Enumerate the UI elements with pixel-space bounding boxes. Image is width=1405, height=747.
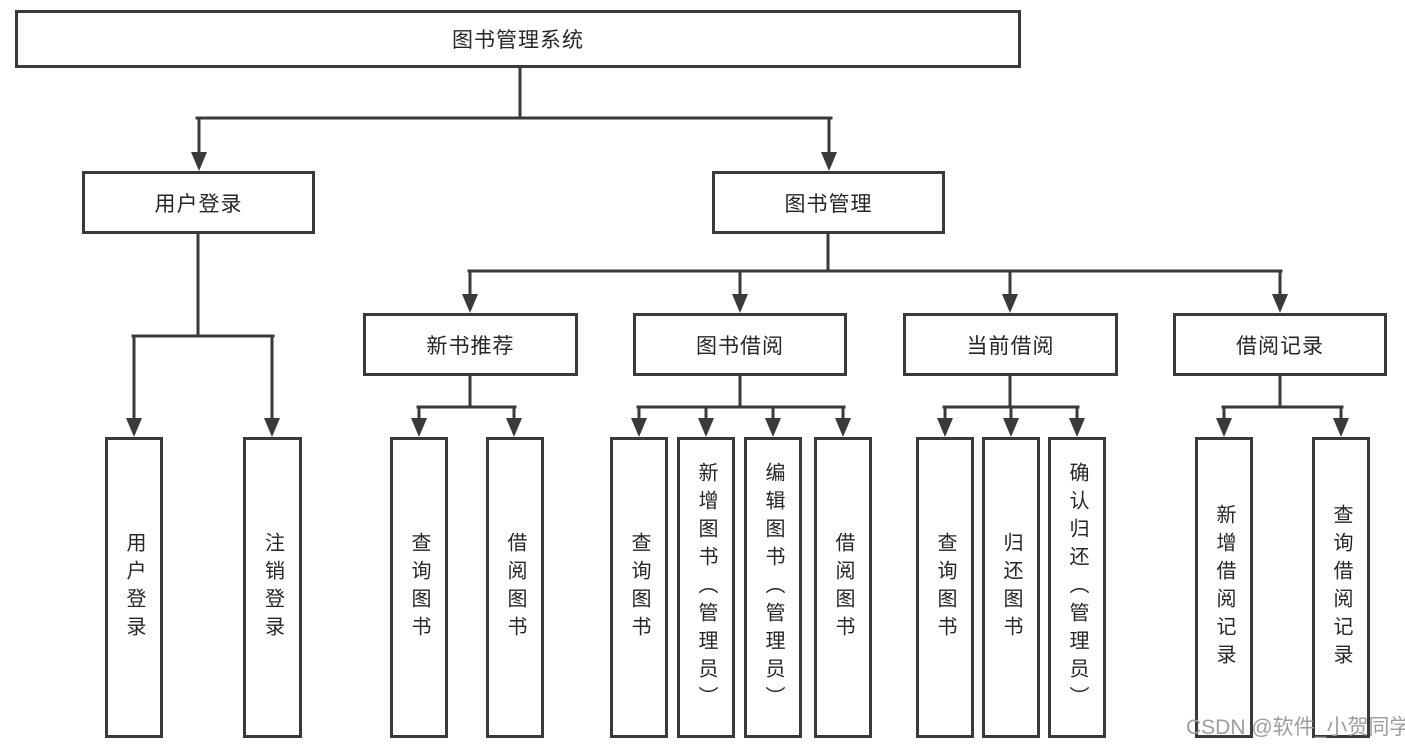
- node-label: 借阅图书: [504, 531, 526, 644]
- node-label: 图书借阅: [696, 334, 784, 358]
- node-label: 查询图书: [934, 531, 956, 644]
- node-current-borrow: 当前借阅: [903, 313, 1118, 376]
- leaf-cb-query-books: 查询图书: [916, 437, 974, 738]
- node-label: 查询图书: [628, 531, 650, 644]
- node-label: 新书推荐: [426, 334, 515, 358]
- node-label: 归还图书: [1000, 531, 1022, 644]
- node-label: 当前借阅: [966, 334, 1055, 358]
- node-label: 注销登录: [261, 531, 284, 644]
- node-book-borrow: 图书借阅: [633, 313, 847, 376]
- leaf-nb-borrow-books: 借阅图书: [486, 437, 544, 738]
- node-label: 图书管理系统: [452, 29, 584, 52]
- node-new-book-recommend: 新书推荐: [363, 313, 578, 376]
- watermark: CSDN @软件_小贺同学: [1186, 716, 1405, 739]
- leaf-br-add-record: 新增借阅记录: [1195, 437, 1253, 738]
- leaf-bb-edit-books-admin: 编辑图书（管理员）: [744, 437, 802, 738]
- leaf-cb-return-books: 归还图书: [982, 437, 1040, 738]
- node-book-management: 图书管理: [712, 171, 945, 234]
- leaf-bb-add-books-admin: 新增图书（管理员）: [677, 437, 735, 738]
- node-borrow-records: 借阅记录: [1173, 313, 1387, 376]
- leaf-user-login: 用户登录: [105, 437, 163, 738]
- node-label: 查询图书: [408, 531, 430, 644]
- leaf-logout: 注销登录: [243, 437, 302, 738]
- leaf-nb-query-books: 查询图书: [390, 437, 448, 738]
- node-label: 借阅记录: [1236, 334, 1324, 358]
- leaf-br-query-record: 查询借阅记录: [1312, 437, 1370, 738]
- node-label: 图书管理: [784, 192, 873, 216]
- node-label: 查询借阅记录: [1330, 503, 1352, 672]
- leaf-bb-query-books: 查询图书: [610, 437, 668, 738]
- node-label: 借阅图书: [832, 531, 854, 644]
- node-label: 编辑图书（管理员）: [762, 461, 784, 714]
- node-label: 新增借阅记录: [1213, 503, 1235, 672]
- leaf-cb-confirm-return-admin: 确认归还（管理员）: [1048, 437, 1106, 738]
- node-label: 用户登录: [123, 531, 145, 644]
- node-label: 用户登录: [154, 192, 243, 216]
- node-user-login: 用户登录: [82, 171, 315, 234]
- node-label: 确认归还（管理员）: [1066, 461, 1088, 714]
- leaf-bb-borrow-books: 借阅图书: [814, 437, 872, 738]
- node-root: 图书管理系统: [15, 10, 1021, 68]
- node-label: 新增图书（管理员）: [695, 461, 717, 714]
